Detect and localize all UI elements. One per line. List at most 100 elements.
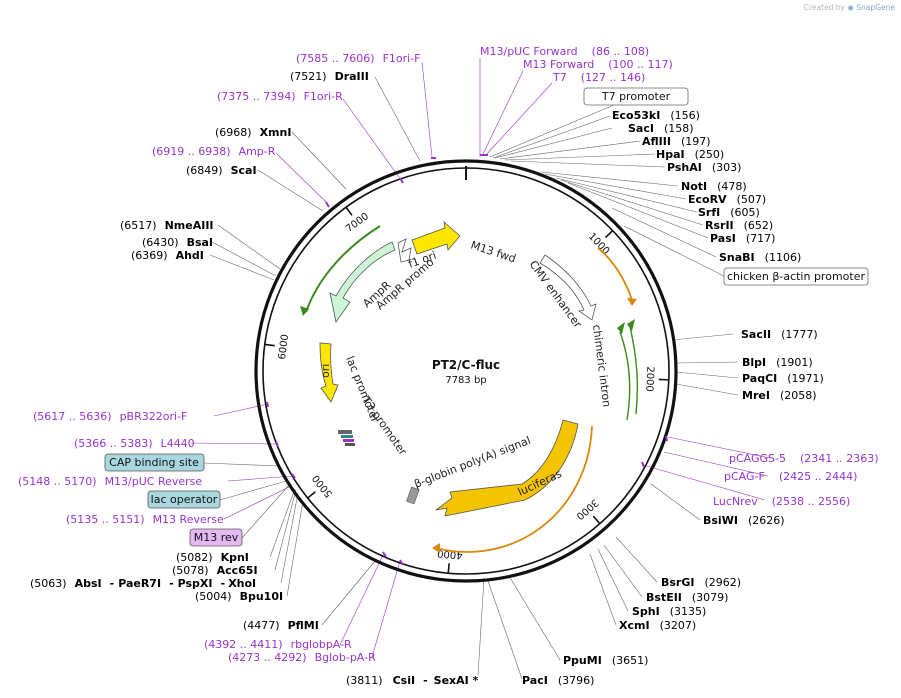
svg-text:PshAI(303): PshAI(303) [667,161,741,174]
f1-ori-arrow [411,220,461,255]
enzyme-bsrgi-pos: (2962) [704,576,741,589]
enzyme-draiii-pos: (7521) [290,70,327,83]
svg-text:BsrGI(2962): BsrGI(2962) [661,576,741,589]
svg-text:pCAGGS-5(2341 .. 2363): pCAGGS-5(2341 .. 2363) [729,452,879,465]
enzyme-sphi: SphI [632,605,660,618]
svg-text:(6369)AhdI: (6369)AhdI [131,249,204,262]
svg-text:PasI(717): PasI (717) [710,232,775,245]
svg-text:(5366 .. 5383)L4440: (5366 .. 5383) L4440 [74,437,195,450]
enzyme-bpu10i: Bpu10I [240,590,284,603]
svg-text:EcoRV(507): EcoRV (507) [688,193,766,206]
enzyme-blpi-pos: (1901) [776,356,813,369]
svg-text:BlpI(1901): BlpI (1901) [742,356,813,369]
primer-pcaggs5: pCAGGS-5 [729,452,786,465]
ring-tick-5000 [307,491,316,499]
primer-pcagf-range: (2425 .. 2444) [779,470,858,483]
enzyme-xcmi-pos: (3207) [660,619,697,632]
luciferase-outer-arc [435,425,593,553]
box-cap-binding: CAP binding site [109,456,199,469]
box-m13-rev: M13 rev [194,531,239,544]
enzyme-srfi-pos: (605) [730,206,760,219]
enzyme-csii-pos: (3811) [346,674,383,687]
ring-tick-4000 [447,563,450,574]
chimeric-arrowhead [617,322,625,334]
enzyme-acc65i-pos: (5078) [172,564,209,577]
bglobin-label: β-globin poly(A) signal [412,434,532,491]
enzyme-bsiwi: BsiWI [703,514,738,527]
enzyme-sexai: SexAI * [434,674,479,687]
enzyme-csii-sep: - [423,674,428,687]
svg-text:BsiWI(2626): BsiWI (2626) [703,514,785,527]
enzyme-paci-pos: (3796) [558,674,595,687]
t3-promoter-label: T3 promoter [359,393,410,458]
ori-arrow [319,342,339,403]
svg-text:SnaBI(1106): SnaBI(1106) [719,251,801,264]
enzyme-sphi-pos: (3135) [670,605,707,618]
primer-f1ori-f-range: (7585 .. 7606) [296,52,375,65]
svg-text:(5004)Bpu10I: (5004)Bpu10I [195,590,283,603]
enzyme-srfi: SrfI [698,206,720,219]
enzyme-paci: PacI [522,674,548,687]
primer-f1ori-r-range: (7375 .. 7394) [217,90,296,103]
primer-m13-reverse-range: (5135 .. 5151) [66,513,145,526]
enzyme-bsiwi-pos: (2626) [748,514,785,527]
enzyme-kpni: KpnI [221,551,249,564]
primer-labels: M13/pUC Forward(86 .. 108) M13 Forward(1… [18,45,879,664]
primer-m13puc-fwd-range: (86 .. 108) [592,45,650,58]
ampr-outer-arc [305,225,381,313]
plasmid-length: 7783 bp [445,375,486,386]
enzyme-kpni-pos: (5082) [176,551,213,564]
enzyme-absi-pos: (5063) [30,577,67,590]
enzyme-pasi: PasI [710,232,736,245]
svg-text:(5078)Acc65I: (5078)Acc65I [172,564,258,577]
svg-text:(6517)NmeAIII: (6517) NmeAIII [120,219,214,232]
enzyme-blpi: BlpI [742,356,766,369]
enzyme-bsteii-pos: (3079) [692,591,729,604]
ampr-outer-arrowhead [300,306,309,316]
primer-marks [266,154,668,566]
luciferase-outer-arrowhead [432,543,440,553]
svg-text:(7585 .. 7606)F1ori-F: (7585 .. 7606) F1ori-F [296,52,421,65]
enzyme-scai: ScaI [231,164,257,177]
enzyme-csii: CsiI [393,674,415,687]
label-leader-lines [203,76,739,680]
enzyme-rsrii: RsrII [705,219,734,232]
enzyme-pshai: PshAI [667,161,702,174]
primer-pbr322ori-f-range: (5617 .. 5636) [33,410,112,423]
svg-text:(6968)XmnI: (6968)XmnI [215,126,291,139]
enzyme-ecorv: EcoRV [688,193,727,206]
chimeric-intron-label: chimeric intron [590,324,613,408]
ring-tick-1000 [604,230,614,239]
enzyme-eco53ki: Eco53kI [612,109,660,122]
enzyme-xmni-pos: (6968) [215,126,252,139]
credit-brand: SnapGene [856,3,895,12]
svg-text:SphI(3135): SphI (3135) [632,605,706,618]
enzyme-pasi-pos: (717) [746,232,776,245]
enzyme-pspxi: PspXI [178,577,213,590]
enzyme-absi-sep1: - [110,577,115,590]
svg-text:(4273 .. 4292)Bglob-pA-R: (4273 .. 4292)Bglob-pA-R [228,651,376,664]
enzyme-mrei: MreI [742,389,770,402]
primer-amp-r: Amp-R [239,145,276,158]
primer-m13-forward: M13 Forward [523,58,594,71]
ring-tick-label-6000: 6000 [277,334,291,361]
svg-text:(6849)ScaI: (6849)ScaI [186,164,257,177]
enzyme-nmeaiii-pos: (6517) [120,219,157,232]
svg-text:PacI(3796): PacI (3796) [522,674,594,687]
svg-text:T7(127 .. 146): T7(127 .. 146) [552,71,645,84]
chicken-actin-promoter-arc [597,247,633,301]
primer-f1ori-f: F1ori-F [383,52,421,65]
svg-text:(3811)CsiI-SexAI *: (3811) CsiI-SexAI * [346,674,479,687]
svg-text:LucNrev(2538 .. 2556): LucNrev(2538 .. 2556) [713,495,850,508]
enzyme-paer7i: PaeR7I [118,577,161,590]
enzyme-bsai: BsaI [187,236,213,249]
enzyme-ecorv-pos: (507) [737,193,767,206]
enzyme-ahdi-pos: (6369) [131,249,168,262]
box-chicken-actin: chicken β-actin promoter [727,270,865,283]
primer-l4440: L4440 [161,437,195,450]
enzyme-noti: NotI [681,180,707,193]
ampr-arrow [329,241,396,323]
primer-l4440-range: (5366 .. 5383) [74,437,153,450]
enzyme-nmeaiii: NmeAIII [165,219,214,232]
enzyme-snabi: SnaBI [719,251,755,264]
